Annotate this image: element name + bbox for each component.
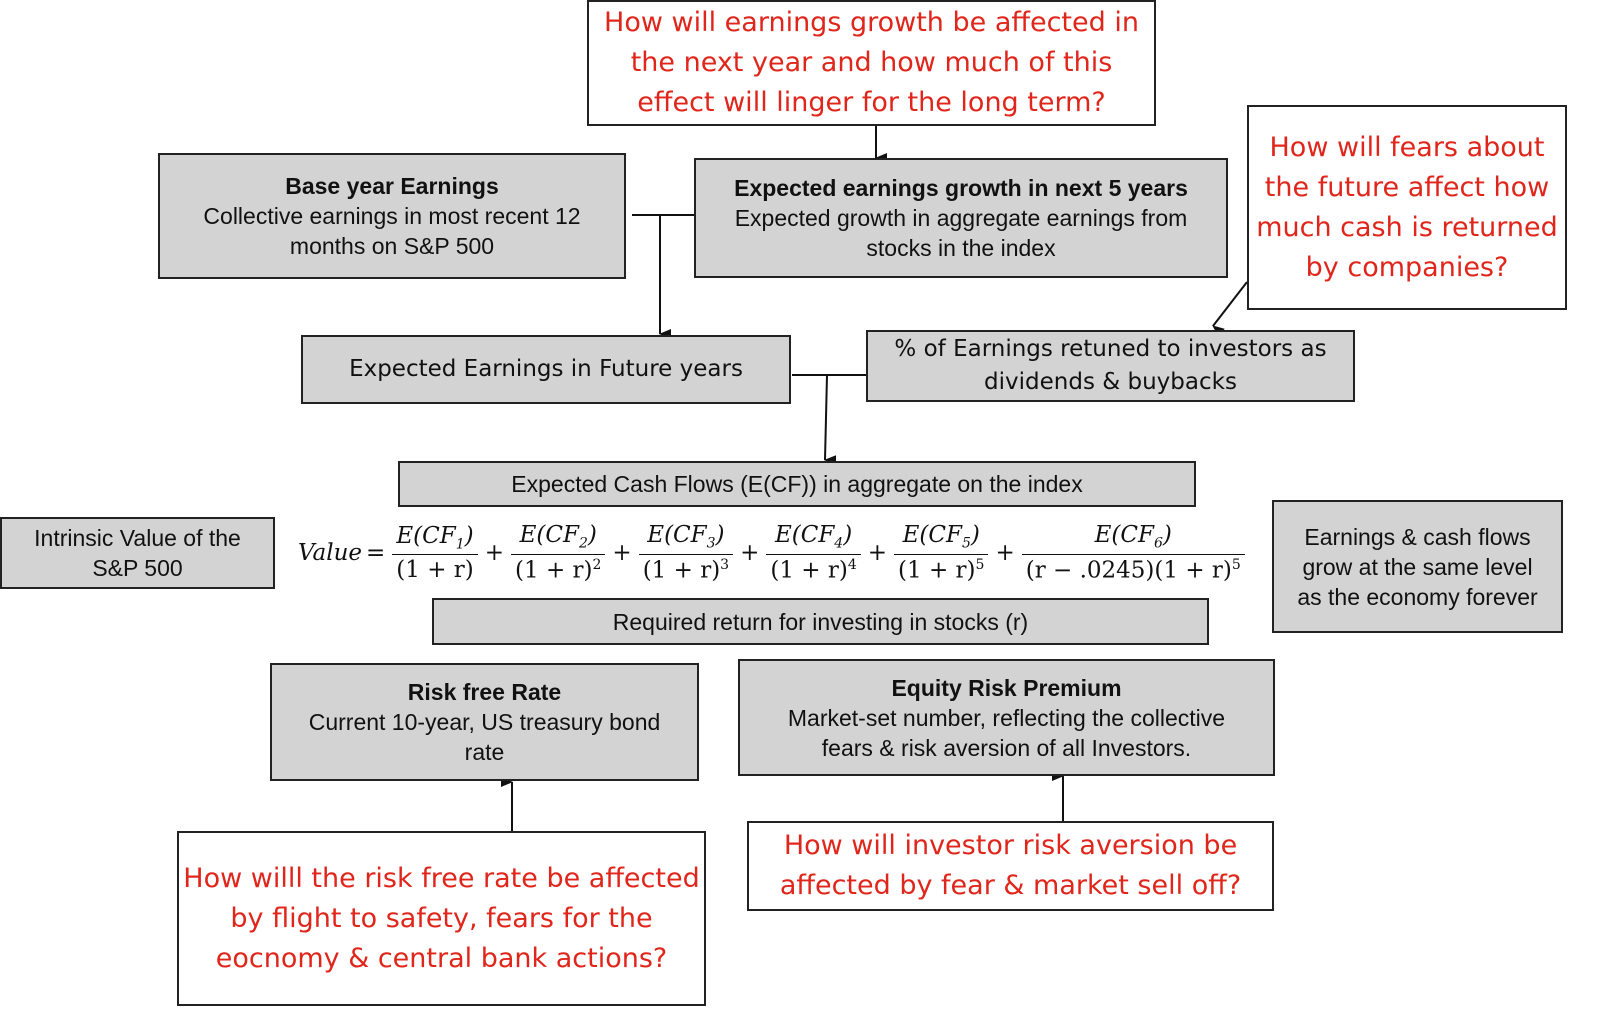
- box-text: Expected Cash Flows (E(CF)) in aggregate…: [511, 471, 1083, 497]
- question-line: How will earnings growth be affected in: [604, 7, 1139, 38]
- term-numerator: E(CF: [396, 522, 456, 549]
- formula-term: E(CF4) (1 + r)4: [766, 522, 861, 584]
- term-denominator: (1 + r): [898, 557, 976, 584]
- box-text: grow at the same level: [1302, 553, 1533, 580]
- term-subscript: 6: [1153, 535, 1163, 552]
- question-line: the future affect how: [1264, 171, 1550, 203]
- plus-sign: +: [740, 540, 760, 566]
- term-subscript: 2: [578, 535, 588, 552]
- box-text: as the economy forever: [1297, 583, 1538, 610]
- term-exponent: 2: [592, 556, 602, 573]
- formula-lhs: Value: [298, 540, 362, 566]
- term-numerator: E(CF: [774, 522, 835, 549]
- plus-sign: +: [612, 540, 632, 566]
- plus-sign: +: [484, 540, 505, 566]
- term-subscript: 1: [455, 536, 465, 553]
- box-text: fears & risk aversion of all Investors.: [821, 734, 1192, 761]
- box-text: Required return for investing in stocks …: [612, 608, 1029, 635]
- box-text: Expected Earnings in Future years: [349, 356, 743, 382]
- box-intrinsic-value: Intrinsic Value of the S&P 500: [0, 517, 275, 589]
- term-denominator: (1 + r): [396, 557, 474, 584]
- box-expected-earnings-growth: Expected earnings growth in next 5 years…: [694, 158, 1228, 278]
- box-terminal-growth: Earnings & cash flows grow at the same l…: [1272, 500, 1563, 633]
- box-text: rate: [464, 739, 505, 765]
- question-earnings-growth: How will earnings growth be affected in …: [587, 0, 1156, 126]
- box-equity-risk-premium: Equity Risk Premium Market-set number, r…: [738, 659, 1275, 776]
- box-text: dividends & buybacks: [984, 369, 1237, 395]
- term-numerator: E(CF: [519, 522, 579, 549]
- question-cash-returned: How will fears about the future affect h…: [1247, 105, 1567, 310]
- box-text: Earnings & cash flows: [1304, 523, 1531, 550]
- plus-sign: +: [867, 540, 888, 566]
- term-numerator: E(CF: [902, 522, 962, 549]
- box-expected-cash-flows: Expected Cash Flows (E(CF)) in aggregate…: [398, 461, 1196, 507]
- question-line: How will investor risk aversion be: [783, 830, 1238, 861]
- box-title: Equity Risk Premium: [891, 674, 1122, 701]
- term-numerator: E(CF: [1094, 522, 1154, 549]
- box-title: Base year Earnings: [285, 173, 499, 199]
- question-line: affected by fear & market sell off?: [779, 870, 1242, 901]
- box-title: Risk free Rate: [407, 679, 562, 705]
- formula-term: E(CF1) (1 + r): [392, 522, 478, 584]
- term-exponent: 3: [720, 556, 730, 573]
- equals-sign: =: [366, 540, 386, 566]
- formula-term: E(CF2) (1 + r)2: [511, 522, 606, 584]
- term-denominator: (1 + r): [515, 557, 593, 584]
- box-text: Market-set number, reflecting the collec…: [787, 704, 1226, 731]
- question-line: How willl the risk free rate be affected: [183, 862, 700, 894]
- question-risk-aversion: How will investor risk aversion be affec…: [747, 821, 1274, 911]
- term-exponent: 4: [847, 556, 857, 573]
- box-text: Expected growth in aggregate earnings fr…: [734, 205, 1188, 231]
- box-payout-ratio: % of Earnings retuned to investors as di…: [866, 330, 1355, 402]
- term-denominator: (1 + r): [642, 557, 721, 584]
- term-denominator: (r − .0245)(1 + r): [1025, 557, 1232, 584]
- box-text: Current 10-year, US treasury bond: [308, 709, 661, 735]
- term-subscript: 4: [834, 535, 844, 552]
- term-numerator: E(CF: [647, 522, 707, 549]
- question-line: by flight to safety, fears for the: [230, 902, 653, 934]
- plus-sign: +: [995, 540, 1015, 566]
- term-subscript: 5: [961, 535, 971, 552]
- box-text: % of Earnings retuned to investors as: [894, 336, 1327, 362]
- box-text: S&P 500: [92, 555, 183, 581]
- term-subscript: 3: [706, 535, 716, 552]
- box-risk-free-rate: Risk free Rate Current 10-year, US treas…: [270, 663, 699, 781]
- formula-term: E(CF3) (1 + r)3: [638, 522, 734, 584]
- term-denominator: (1 + r): [770, 557, 848, 584]
- question-line: the next year and how much of this: [630, 47, 1113, 78]
- box-title: Expected earnings growth in next 5 years: [734, 175, 1188, 201]
- question-line: eocnomy & central bank actions?: [215, 942, 668, 974]
- box-text: Intrinsic Value of the: [34, 525, 241, 551]
- question-line: How will fears about: [1269, 131, 1545, 163]
- box-text: months on S&P 500: [289, 233, 495, 259]
- box-expected-future-earnings: Expected Earnings in Future years: [301, 335, 791, 404]
- term-exponent: 5: [975, 556, 985, 573]
- formula-term: E(CF5) (1 + r)5: [894, 522, 989, 584]
- box-base-year-earnings: Base year Earnings Collective earnings i…: [158, 153, 626, 279]
- question-line: much cash is returned: [1256, 211, 1558, 243]
- question-line: by companies?: [1305, 251, 1509, 283]
- term-exponent: 5: [1231, 556, 1241, 573]
- formula-terminal-term: E(CF6) (r − .0245)(1 + r)5: [1021, 522, 1245, 584]
- box-text: Collective earnings in most recent 12: [203, 203, 581, 229]
- box-required-return: Required return for investing in stocks …: [432, 598, 1209, 645]
- question-risk-free-rate: How willl the risk free rate be affected…: [177, 831, 706, 1006]
- box-text: stocks in the index: [866, 235, 1056, 261]
- valuation-formula: Value = E(CF1) (1 + r) + E(CF2) (1 + r)2…: [298, 518, 1248, 588]
- question-line: effect will linger for the long term?: [637, 87, 1106, 118]
